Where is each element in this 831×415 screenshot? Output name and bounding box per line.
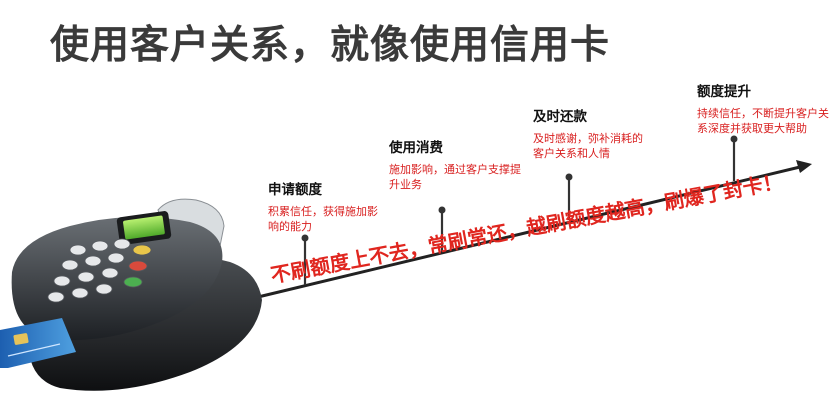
milestone-dot	[565, 173, 573, 181]
timeline-arrowhead	[796, 160, 812, 173]
milestone-description-line: 持续信任，不断提升客户关	[697, 107, 829, 120]
milestone-title: 额度提升	[697, 84, 751, 100]
credit-card-icon	[0, 318, 76, 368]
milestone-title: 及时还款	[533, 109, 587, 125]
milestone-description: 施加影响，通过客户支撑提升业务	[389, 163, 521, 191]
timeline-line	[257, 165, 801, 299]
milestone-title: 申请额度	[268, 182, 322, 198]
milestone-title: 使用消费	[389, 140, 443, 156]
milestone-description: 持续信任，不断提升客户关 系深度并获取更大帮助	[697, 106, 831, 136]
milestone-spend: 使用消费 施加影响，通过客户支撑提升业务	[389, 136, 529, 192]
milestone-raise-limit: 额度提升 持续信任，不断提升客户关 系深度并获取更大帮助	[697, 80, 831, 136]
pos-terminal-icon	[11, 198, 262, 391]
milestone-apply-limit: 申请额度 积累信任，获得施加影响的能力	[268, 178, 380, 234]
milestone-repay: 及时还款 及时感谢，弥补消耗的客户关系和人情	[533, 105, 653, 161]
milestone-description: 及时感谢，弥补消耗的客户关系和人情	[533, 132, 643, 160]
milestone-dot	[438, 206, 446, 214]
milestone-dot	[730, 135, 738, 143]
milestone-dot	[301, 234, 309, 242]
milestone-description-line: 系深度并获取更大帮助	[697, 122, 807, 135]
page-title: 使用客户关系，就像使用信用卡	[50, 23, 611, 68]
milestone-description: 积累信任，获得施加影响的能力	[268, 205, 378, 233]
